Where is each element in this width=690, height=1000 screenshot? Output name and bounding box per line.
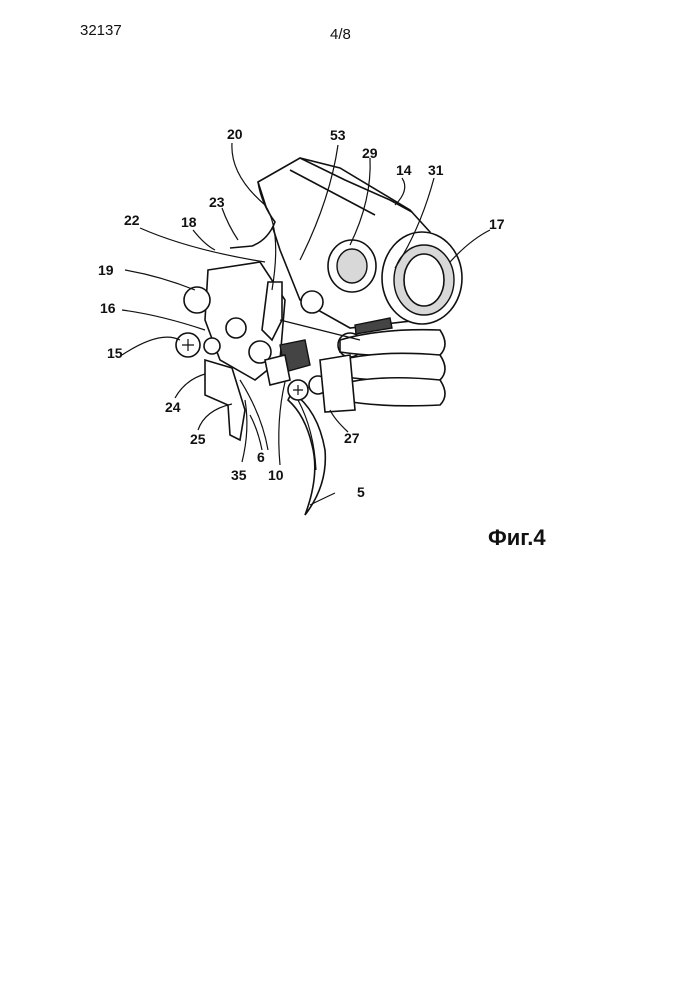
label-24: 24 <box>165 399 181 415</box>
lower-block <box>320 355 355 412</box>
label-31: 31 <box>428 162 444 178</box>
label-17: 17 <box>489 216 505 232</box>
label-23: 23 <box>209 194 225 210</box>
label-5: 5 <box>357 484 365 500</box>
label-19: 19 <box>98 262 114 278</box>
label-10: 10 <box>268 467 284 483</box>
label-53: 53 <box>330 127 346 143</box>
label-18: 18 <box>181 214 197 230</box>
label-16: 16 <box>100 300 116 316</box>
cylinder-end <box>382 232 462 324</box>
label-35: 35 <box>231 467 247 483</box>
label-27: 27 <box>344 430 360 446</box>
label-20: 20 <box>227 126 243 142</box>
label-6: 6 <box>257 449 265 465</box>
label-25: 25 <box>190 431 206 447</box>
label-14: 14 <box>396 162 412 178</box>
figure-caption: Фиг.4 <box>488 525 546 551</box>
label-29: 29 <box>362 145 378 161</box>
trigger <box>288 380 325 515</box>
label-22: 22 <box>124 212 140 228</box>
bore <box>328 240 376 292</box>
label-15: 15 <box>107 345 123 361</box>
